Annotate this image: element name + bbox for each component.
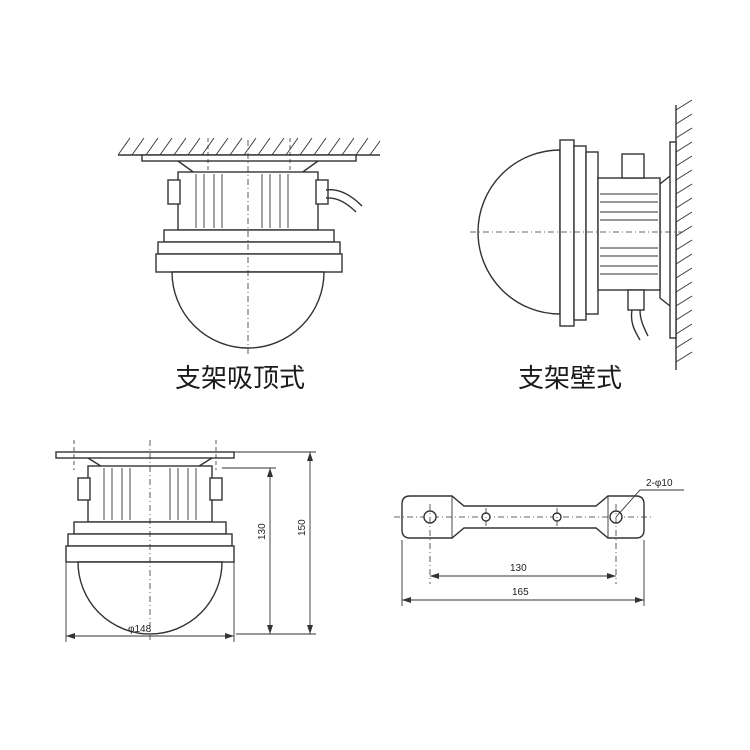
bracket-length-dimension: 165 [401, 540, 645, 606]
height-150-label: 150 [297, 519, 308, 536]
lamp-housing [597, 153, 661, 341]
diameter-dimension: φ148 [65, 562, 235, 642]
height-dimension-130: 130 [222, 467, 316, 635]
wall-mount-view: 支架壁式 [470, 99, 693, 394]
wall-surface [675, 99, 693, 370]
wall-mount-caption: 支架壁式 [518, 364, 622, 394]
dimensioned-side-view: 130 150 φ148 [55, 440, 316, 642]
glass-dome [477, 149, 561, 315]
hole-spec-label: 2-φ10 [646, 478, 673, 489]
ceiling-mount-caption: 支架吸顶式 [175, 364, 305, 394]
bracket-plate-view: 2-φ10 130 165 [394, 478, 684, 606]
lamp-housing [155, 171, 363, 273]
hole-spec-leader [615, 489, 684, 518]
hole-spacing-label: 130 [510, 563, 527, 574]
height-dimension-150: 150 [234, 451, 316, 634]
ceiling-surface [117, 137, 381, 156]
height-130-label: 130 [257, 523, 268, 540]
bracket-length-label: 165 [512, 587, 529, 598]
wall-bracket [659, 141, 677, 339]
diameter-label: φ148 [128, 624, 152, 635]
bracket-plate [401, 495, 645, 539]
hole-spacing-dimension: 130 [430, 563, 616, 579]
mounting-bracket [141, 138, 357, 175]
ceiling-mount-view: 支架吸顶式 [117, 137, 381, 394]
